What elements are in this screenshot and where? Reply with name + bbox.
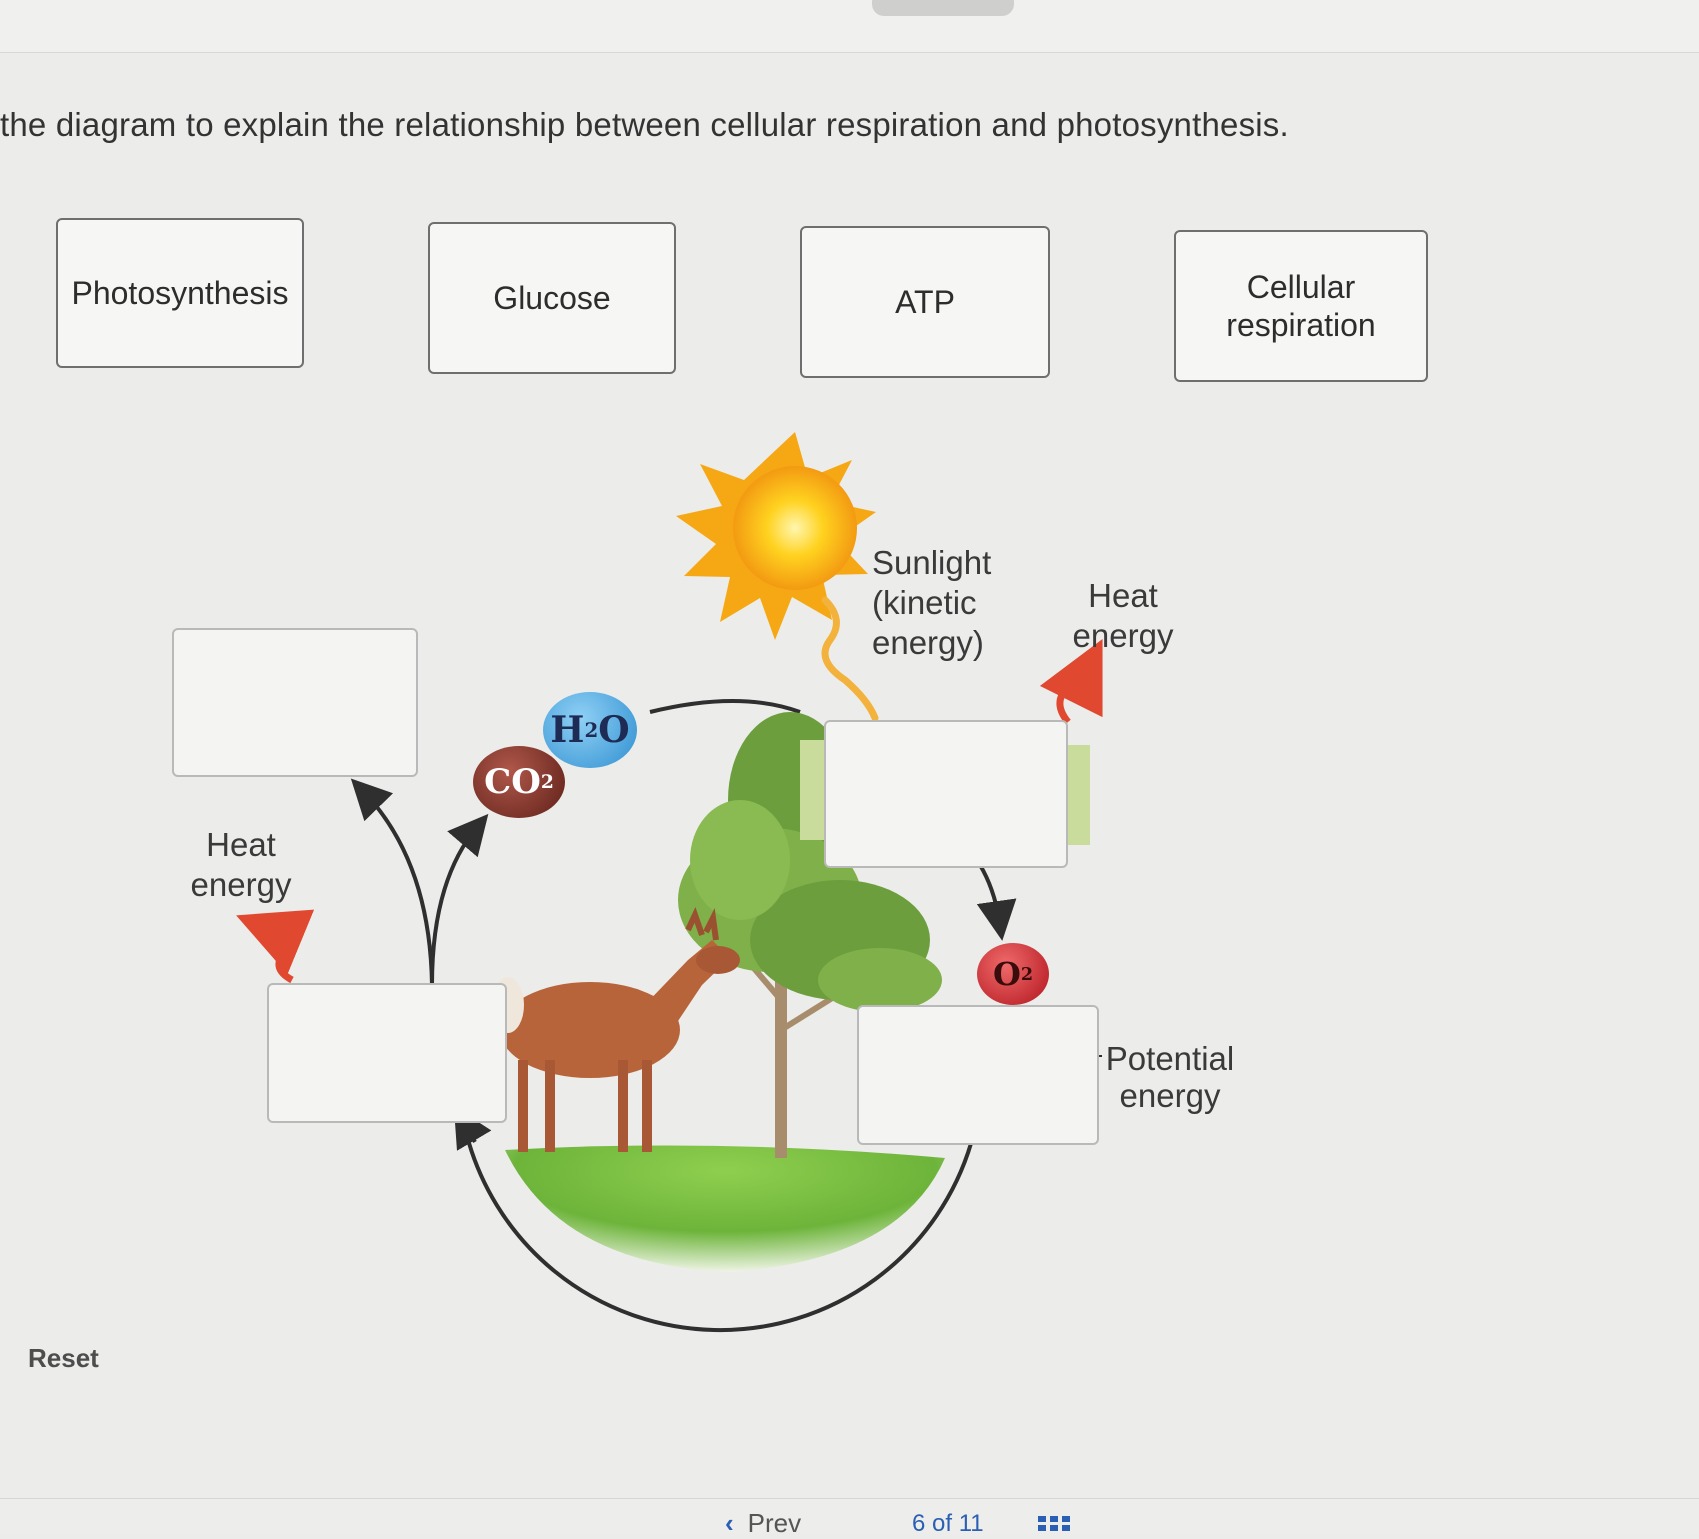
bottom-nav-bar xyxy=(0,1498,1699,1533)
prev-label: Prev xyxy=(747,1508,802,1538)
potential-energy-label: Potential energy xyxy=(1105,1040,1235,1114)
reset-button[interactable]: Reset xyxy=(28,1343,99,1373)
tree-illustration xyxy=(678,712,942,1158)
co2-sub: 2 xyxy=(540,771,554,793)
sunlight-wave-arrow xyxy=(821,596,879,722)
chip-photosynthesis[interactable]: Photosynthesis xyxy=(56,218,304,368)
cycle-arc xyxy=(453,699,974,1333)
h2o-sub: 2 xyxy=(584,718,599,742)
prev-button[interactable]: ‹ Prev xyxy=(725,1508,801,1539)
dropzone-bottom-left[interactable] xyxy=(267,983,507,1123)
dropzone-top-right[interactable] xyxy=(824,720,1068,868)
leaf-tab-right xyxy=(1064,745,1090,845)
chip-glucose[interactable]: Glucose xyxy=(428,222,676,374)
chevron-left-icon: ‹ xyxy=(725,1508,734,1538)
heat-arrow-left xyxy=(236,909,315,984)
top-tab-handle[interactable] xyxy=(872,0,1014,16)
grass-ground xyxy=(505,1145,945,1272)
grid-icon[interactable] xyxy=(1038,1516,1074,1532)
chip-atp[interactable]: ATP xyxy=(800,226,1050,378)
deer-illustration xyxy=(492,907,740,1152)
chip-cellular-respiration[interactable]: Cellular respiration xyxy=(1174,230,1428,382)
dropzone-top-left[interactable] xyxy=(172,628,418,777)
instruction-text: the diagram to explain the relationship … xyxy=(0,106,1289,143)
chip-glucose-label: Glucose xyxy=(493,279,611,316)
o2-o: O xyxy=(992,955,1021,993)
h2o-h: H xyxy=(550,709,585,751)
top-strip xyxy=(0,0,1699,53)
chip-photosynthesis-label: Photosynthesis xyxy=(71,274,289,311)
chip-atp-label: ATP xyxy=(895,283,955,320)
o2-sub: 2 xyxy=(1020,963,1034,985)
chip-cellular-respiration-label: Cellular respiration xyxy=(1226,268,1376,343)
co2-co: CO xyxy=(484,762,541,802)
oxygen-arrow xyxy=(976,863,1017,941)
dropzone-bottom-right[interactable] xyxy=(857,1005,1099,1145)
sun-illustration xyxy=(676,432,876,640)
page-indicator: 6 of 11 xyxy=(912,1510,984,1537)
sunlight-label: Sunlight (kinetic energy) xyxy=(872,544,992,661)
leaf-tab-left xyxy=(800,740,826,840)
heat-energy-right-label: Heat energy xyxy=(1072,577,1174,654)
h2o-o: O xyxy=(598,709,630,751)
heat-arrow-right xyxy=(1039,638,1103,725)
heat-energy-left-label: Heat energy xyxy=(190,826,292,903)
respiration-output-arrows xyxy=(350,778,489,986)
